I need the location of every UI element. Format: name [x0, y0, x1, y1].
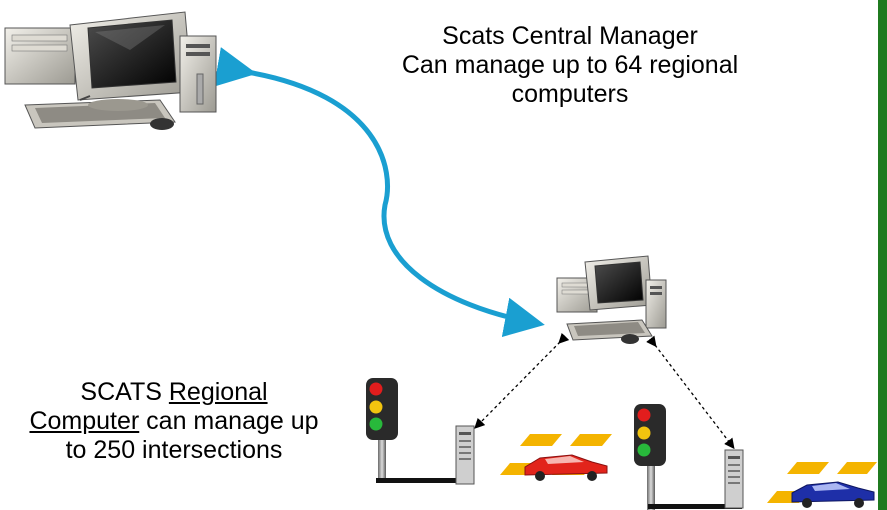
central-caption-line-2: Can manage up to 64 regional — [401, 51, 739, 79]
central-computer-icon — [4, 11, 217, 130]
traffic-light-icon — [366, 378, 470, 483]
regional-caption-underlined-regional: Regional — [168, 378, 268, 406]
car-icon — [791, 481, 875, 508]
central-regional-link-arrow — [214, 47, 545, 338]
regional-caption-prefix: SCATS — [80, 378, 169, 406]
dashed-link-right — [646, 335, 735, 450]
regional-caption-line-2: Computer can manage up — [4, 407, 344, 436]
central-manager-caption: Scats Central Manager Can manage up to 6… — [360, 22, 780, 109]
controller-cabinet-icon — [724, 449, 744, 509]
central-caption-line-1: Scats Central Manager — [442, 22, 698, 50]
traffic-light-icon — [634, 404, 742, 510]
regional-computer-icon — [556, 255, 667, 344]
regional-caption-line-3: to 250 intersections — [65, 436, 283, 464]
dashed-link-left — [474, 332, 570, 429]
regional-caption-underlined-computer: Computer — [29, 407, 140, 435]
car-icon — [524, 454, 608, 481]
central-caption-line-3: computers — [511, 80, 629, 108]
controller-cabinet-icon — [455, 425, 475, 485]
regional-computer-caption: SCATS Regional Computer can manage up to… — [4, 378, 344, 465]
regional-caption-line-1: SCATS Regional — [4, 378, 344, 407]
regional-caption-suffix: can manage up — [139, 407, 319, 435]
right-edge-bar — [878, 0, 887, 510]
